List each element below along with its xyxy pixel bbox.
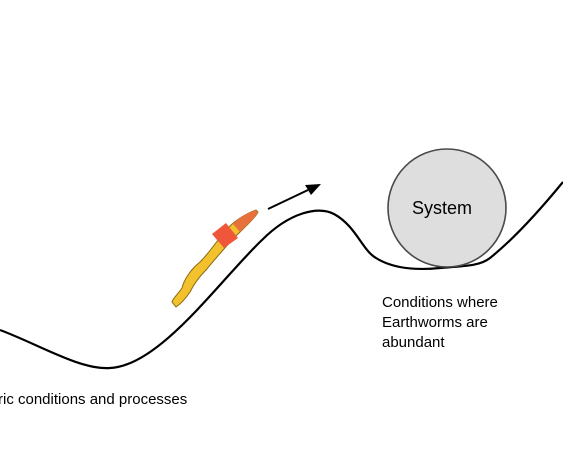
- earthworm-clitellum: [212, 223, 238, 248]
- conditions-caption-line-1: Conditions where: [382, 294, 498, 311]
- landscape-curve: [0, 181, 563, 370]
- conditions-caption: Conditions where Earthworms are abundant: [382, 294, 502, 351]
- conditions-caption-line-3: abundant: [382, 334, 445, 351]
- system-label: System: [412, 198, 472, 218]
- direction-arrow-head: [305, 184, 321, 195]
- earthworm-tail: [233, 210, 258, 232]
- conditions-caption-line-2: Earthworms are: [382, 314, 488, 331]
- direction-arrow-shaft: [267, 189, 309, 210]
- left-caption: ric conditions and processes: [0, 391, 187, 408]
- system-ball: [387, 148, 507, 268]
- earthworm-icon: [171, 209, 259, 308]
